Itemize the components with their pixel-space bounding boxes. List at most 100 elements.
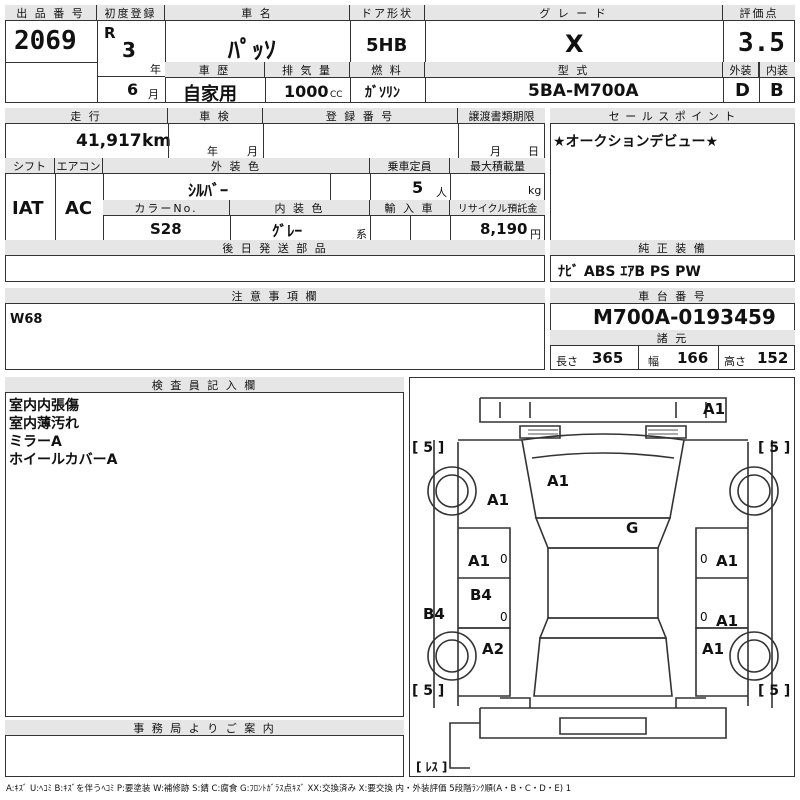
chassis-label: 車 台 番 号: [550, 288, 795, 304]
wheel-rear-left: [427, 631, 477, 681]
chassis-value: M700A-0193459: [593, 305, 776, 329]
door-zero: 0: [700, 552, 708, 566]
notes-label: 注 意 事 項 欄: [5, 288, 545, 304]
equipment-text: ﾅﾋﾞ ABS ｴｱB PS PW: [558, 264, 701, 280]
fuel-value: ｶﾞｿﾘﾝ: [365, 85, 400, 101]
score-value: 3.5: [738, 28, 785, 58]
first-reg-month: 6: [127, 80, 139, 99]
first-reg-year-unit: 年: [150, 63, 161, 76]
later-parts-label: 後 日 発 送 部 品: [5, 240, 545, 256]
car-diagram-svg: [427, 397, 779, 769]
first-reg-month-unit: 月: [148, 88, 159, 101]
door-label: ドア形状: [350, 5, 425, 21]
era: R: [104, 24, 116, 42]
mark-left-rear-quarter: B4: [423, 605, 445, 623]
mark-right-rear-door: A1: [716, 612, 739, 630]
mark-roof: G: [626, 519, 639, 537]
wheel-front-left: [427, 466, 477, 516]
damage-diagram: A1 A1 A1 G A1 B4 B4 A2 A1 A1 A1 0 0 0 0 …: [409, 377, 795, 777]
windshield-outline: [534, 517, 672, 549]
history-label: 車 歴: [165, 62, 265, 78]
legend: A:ｷｽﾞ U:ﾍｺﾐ B:ｷｽﾞを伴うﾍｺﾐ P:要塗装 W:補修跡 S:錆 …: [6, 784, 572, 794]
score-label: 評価点: [723, 5, 795, 21]
regno-label: 登 録 番 号: [263, 108, 458, 124]
displacement-unit: CC: [330, 90, 343, 100]
mileage-label: 走 行: [5, 108, 168, 124]
transfer-day-unit: 日: [528, 145, 539, 158]
inspector-line: 室内薄汚れ: [9, 416, 79, 432]
recycle-unit: 円: [530, 228, 541, 241]
height-label: 高さ: [724, 355, 746, 368]
notes-text: W68: [10, 312, 43, 327]
inspector-box: [5, 377, 404, 717]
wheel-front-right: [729, 466, 779, 516]
fuel-label: 燃 料: [350, 62, 425, 78]
grade-value: X: [565, 30, 584, 58]
shift-label: シフト: [5, 158, 55, 174]
roof-outline: [547, 547, 659, 619]
lot-number: 2069: [14, 26, 77, 56]
interior-color-label: 内 装 色: [230, 200, 370, 216]
office-label: 事 務 局 よ り ご 案 内: [5, 720, 404, 736]
model-label: 型 式: [425, 62, 723, 78]
equipment-label: 純 正 装 備: [550, 240, 795, 256]
interior-value: B: [770, 80, 784, 101]
tread-front-left: [ 5 ]: [412, 440, 445, 456]
first-reg-label: 初度登録: [97, 5, 165, 21]
import-label: 輸 入 車: [370, 200, 450, 216]
mileage-unit: km: [142, 131, 172, 151]
transfer-label: 譲渡書類期限: [458, 108, 545, 124]
capacity-value: 5: [412, 178, 424, 197]
mark-left-rear-fender: A2: [482, 640, 505, 658]
first-reg-year: 3: [122, 38, 136, 62]
interior-color-unit: 系: [356, 228, 367, 241]
tread-front-right: [ 5 ]: [758, 440, 791, 456]
mark-right-rear-fender: A1: [702, 640, 725, 658]
mark-front-right-corner: A1: [703, 400, 726, 418]
door-zero: 0: [500, 610, 508, 624]
capacity-unit: 人: [436, 186, 447, 199]
door-zero: 0: [700, 610, 708, 624]
exterior-color-value: ｼﾙﾊﾞｰ: [188, 181, 229, 200]
recycle-label: リサイクル預託金: [450, 200, 545, 216]
inspector-label: 検 査 員 記 入 欄: [5, 377, 404, 393]
capacity-label: 乗車定員: [370, 158, 450, 174]
mileage-value: 41,917: [76, 131, 142, 151]
inspector-line: 室内内張傷: [9, 398, 79, 414]
aircon-label: エアコン: [55, 158, 103, 174]
sales-point-label: セ ー ル ス ポ イ ン ト: [550, 108, 795, 124]
height-value: 152: [757, 349, 789, 367]
interior-color-value: ｸﾞﾚｰ: [272, 222, 303, 240]
mark-hood: A1: [547, 472, 570, 490]
door-zero: 0: [500, 552, 508, 566]
length-label: 長さ: [556, 355, 578, 368]
model-value: 5BA-M700A: [528, 81, 639, 101]
tread-rear-left: [ 5 ]: [412, 683, 445, 699]
spare-tire: [ ﾚｽ ]: [416, 760, 448, 774]
inspection-month-unit: 月: [247, 145, 258, 158]
right-side-outline: [747, 440, 773, 708]
color-no-label: カラーNo.: [103, 200, 230, 216]
rear-bumper-outline: [479, 707, 727, 739]
mark-left-front-door: A1: [468, 552, 491, 570]
displacement-value: 1000: [284, 82, 329, 101]
wheel-rear-right: [729, 631, 779, 681]
aircon-value: AC: [65, 198, 93, 219]
color-no-value: S28: [150, 220, 182, 238]
grade-label: グ レ ー ド: [425, 5, 723, 21]
tread-rear-right: [ 5 ]: [758, 683, 791, 699]
max-load-label: 最大積載量: [450, 158, 545, 174]
shift-value: IAT: [12, 198, 44, 219]
car-name: ﾊﾟｯｿ: [228, 36, 276, 64]
header-box: [5, 5, 795, 103]
length-value: 365: [592, 349, 624, 367]
max-load-unit: kg: [528, 184, 542, 197]
inspector-line: ホイールカバーA: [9, 452, 118, 468]
exterior-color-label: 外 装 色: [103, 158, 370, 174]
door-value: 5HB: [366, 35, 408, 56]
width-value: 166: [677, 349, 709, 367]
left-side-outline: [433, 440, 459, 708]
sales-point-text: ★オークションデビュー★: [553, 134, 719, 150]
inspection-label: 車 検: [168, 108, 263, 124]
mark-right-front-door: A1: [716, 552, 739, 570]
